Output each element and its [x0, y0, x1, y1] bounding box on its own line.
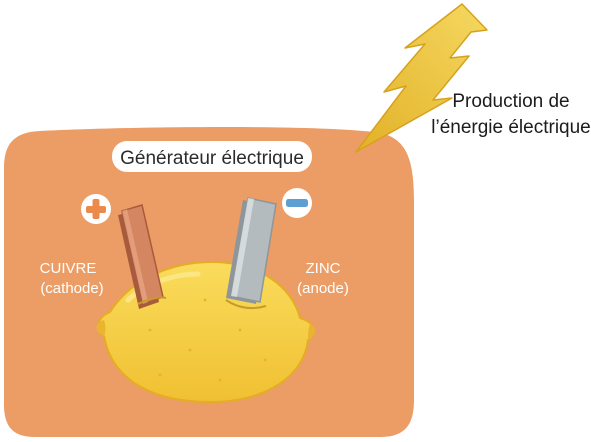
lightning-bolt-icon	[355, 3, 488, 153]
cathode-role: (cathode)	[40, 280, 103, 297]
diagram-title: Générateur électrique	[120, 148, 304, 169]
plus-icon	[81, 194, 111, 224]
copper-electrode	[118, 204, 167, 309]
output-label-line2: l’énergie électrique	[431, 117, 591, 138]
title-pill	[112, 141, 312, 172]
cathode-name: CUIVRE	[40, 260, 97, 277]
anode-name: ZINC	[306, 260, 341, 277]
output-label-line1: Production de	[452, 91, 569, 112]
anode-role: (anode)	[297, 280, 349, 297]
zinc-electrode	[225, 197, 277, 309]
minus-icon	[282, 188, 312, 218]
